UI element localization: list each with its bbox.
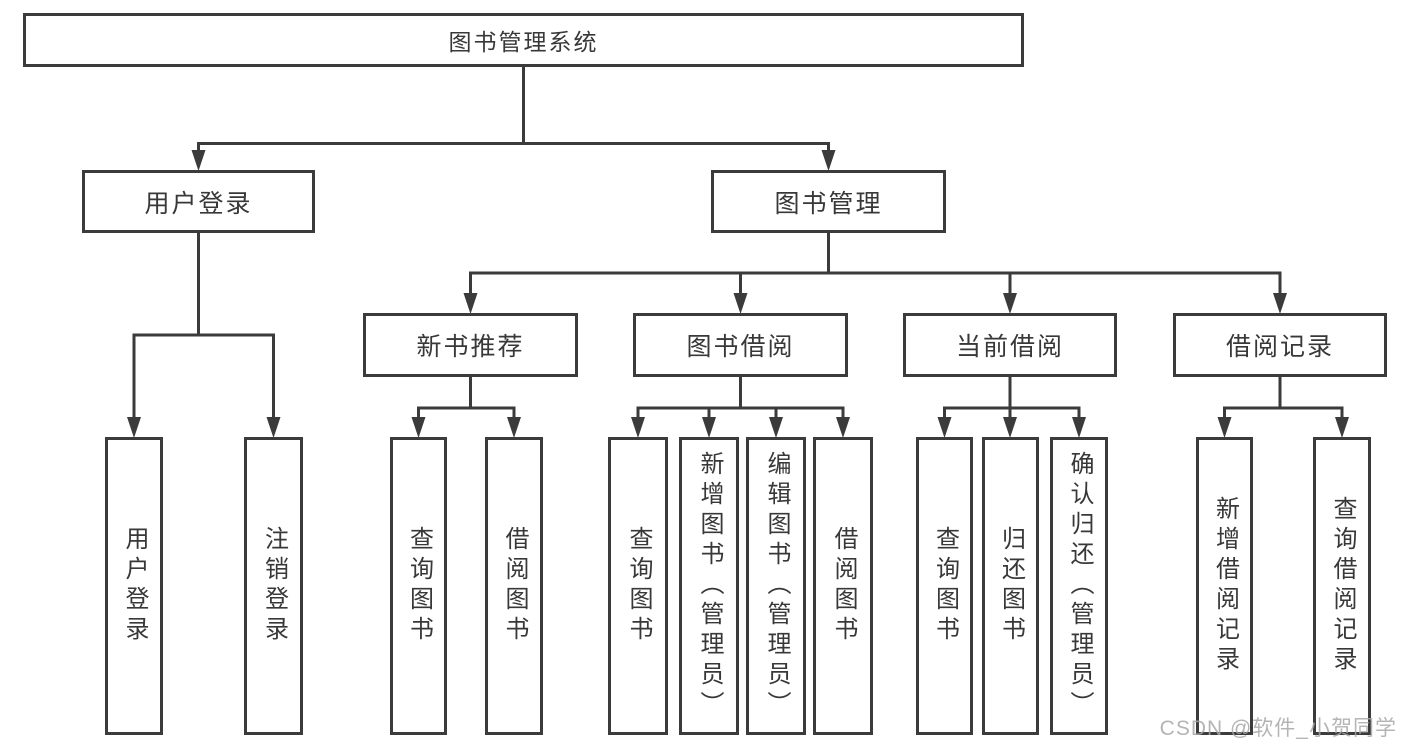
- csdn-watermark: CSDN @软件_小贺同学: [1159, 717, 1397, 740]
- leaf-borrow-books-rec: 借阅图书: [485, 437, 543, 735]
- leaf-return-books: 归还图书: [982, 437, 1039, 735]
- leaf-confirm-return-admin: 确认归还（管理员）: [1050, 437, 1108, 735]
- node-new-book-recommendation: 新书推荐: [363, 313, 578, 377]
- connector-new-book-rec-children: [411, 376, 521, 438]
- node-user-login: 用户登录: [82, 170, 315, 233]
- leaf-query-books-rec: 查询图书: [390, 437, 447, 735]
- node-current-borrowing: 当前借阅: [903, 313, 1117, 377]
- leaf-borrow-books: 借阅图书: [813, 437, 873, 735]
- leaf-query-books-borrow: 查询图书: [608, 437, 668, 735]
- node-library-management-system: 图书管理系统: [23, 13, 1024, 67]
- connector-root-to-level2: [191, 65, 836, 171]
- connector-book-mgmt-children: [463, 232, 1287, 314]
- connector-borrow-record-children: [1217, 376, 1349, 438]
- leaf-user-login: 用户登录: [105, 437, 163, 735]
- leaf-add-borrow-record: 新增借阅记录: [1196, 437, 1253, 735]
- node-borrowing-records: 借阅记录: [1173, 313, 1387, 377]
- leaf-query-books-current: 查询图书: [916, 437, 973, 735]
- leaf-logout: 注销登录: [244, 437, 303, 735]
- connector-current-borrow-children: [937, 376, 1086, 438]
- leaf-add-books-admin: 新增图书（管理员）: [679, 437, 739, 735]
- leaf-edit-books-admin: 编辑图书（管理员）: [746, 437, 806, 735]
- node-book-management: 图书管理: [711, 170, 946, 233]
- node-book-borrowing: 图书借阅: [633, 313, 848, 377]
- connector-user-login-children: [127, 232, 281, 438]
- connector-book-borrow-children: [631, 376, 850, 438]
- leaf-query-borrow-record: 查询借阅记录: [1313, 437, 1371, 735]
